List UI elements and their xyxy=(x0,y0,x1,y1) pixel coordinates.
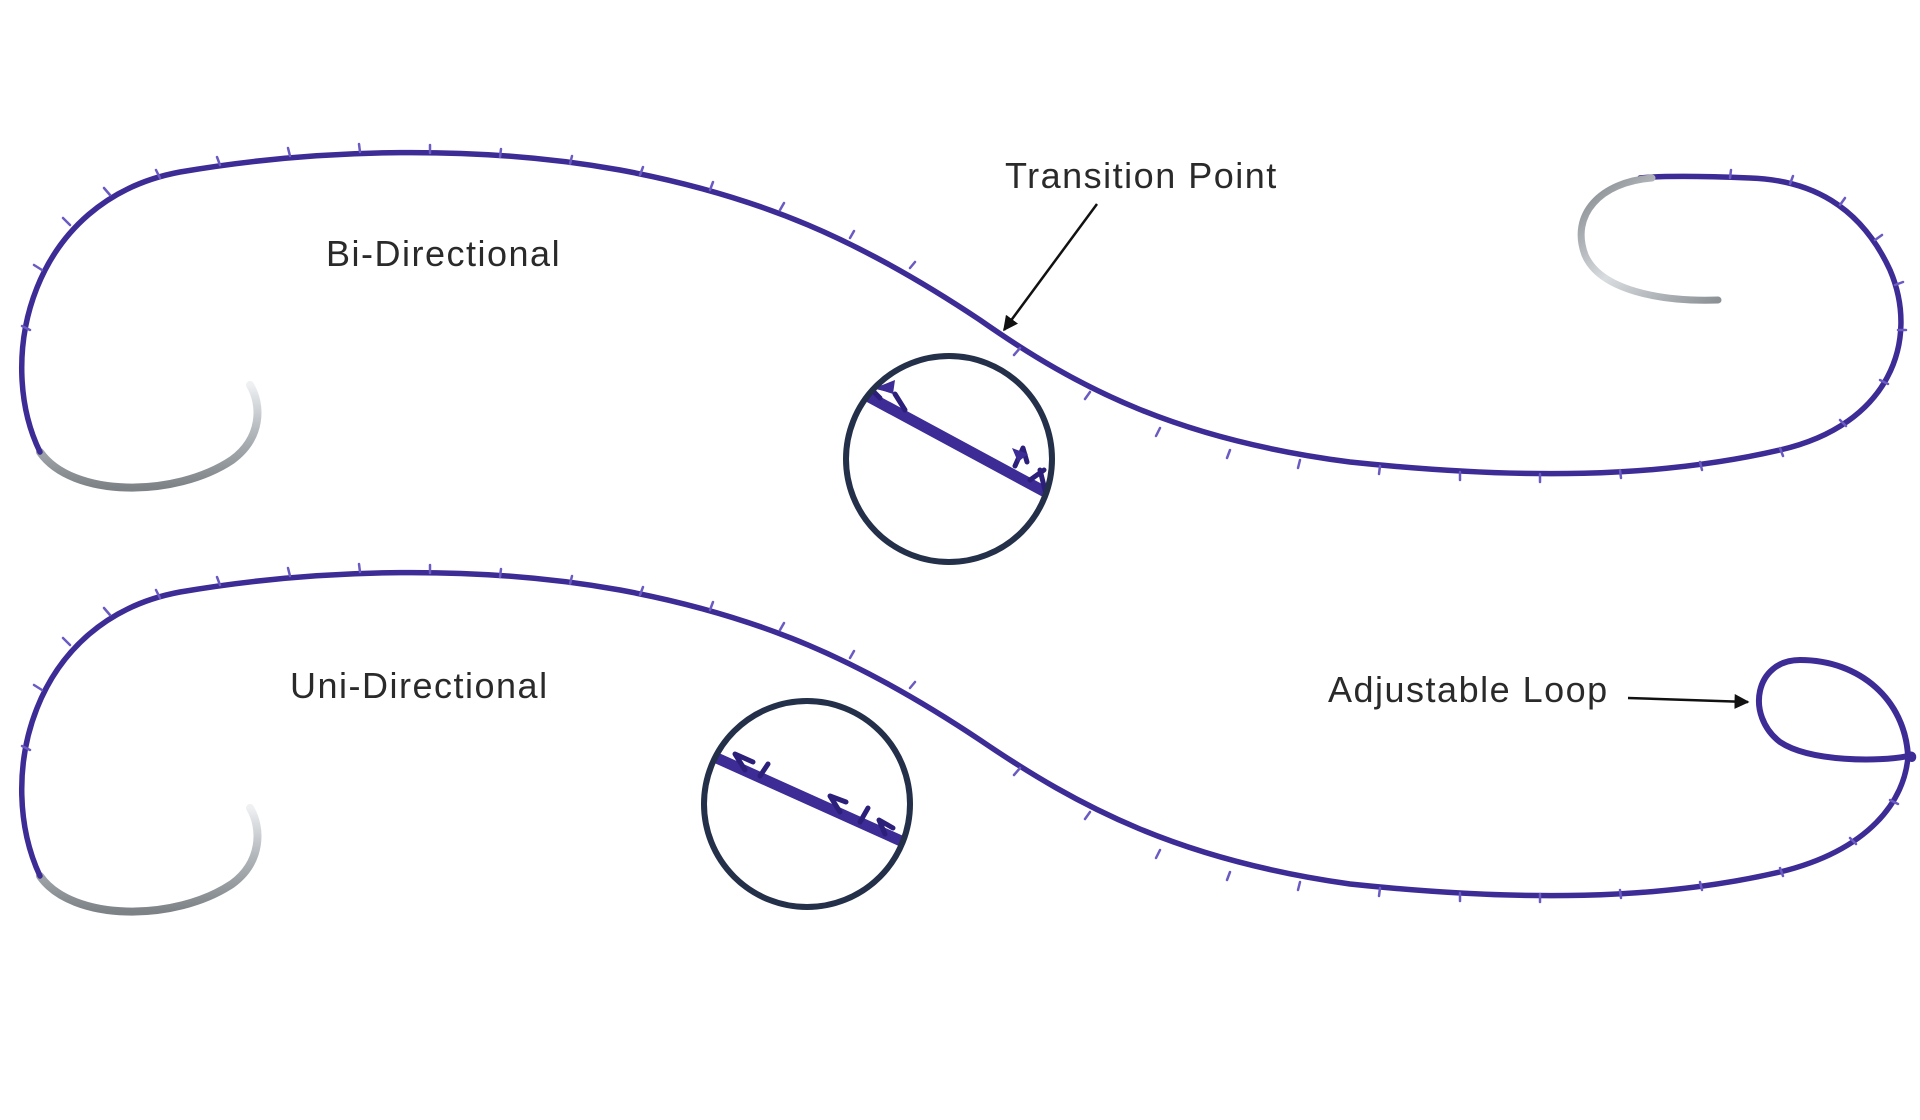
uni-directional-magnifier xyxy=(701,698,913,910)
magnified-suture-segment xyxy=(854,386,1052,506)
bi-directional-thread xyxy=(19,149,1904,477)
transition-point-label: Transition Point xyxy=(1005,155,1278,196)
magnified-barbs-uni xyxy=(732,751,896,837)
bi-directional-label: Bi-Directional xyxy=(326,233,562,274)
adjustable-loop-label: Adjustable Loop xyxy=(1328,669,1609,710)
uni-directional-thread xyxy=(19,569,1911,899)
uni-directional-barbs xyxy=(20,562,1900,904)
bi-directional-suture xyxy=(19,142,1908,492)
adjustable-loop-arrow xyxy=(1627,694,1750,710)
bottom-left-needle-icon xyxy=(36,804,262,916)
uni-directional-suture xyxy=(19,562,1917,916)
adjustable-loop-icon xyxy=(1756,656,1917,763)
right-needle-icon xyxy=(1577,174,1722,304)
bi-directional-barbs xyxy=(20,142,1908,484)
transition-magnifier xyxy=(843,353,1055,565)
left-needle-icon xyxy=(36,381,262,492)
transition-point-arrow xyxy=(1002,203,1099,332)
uni-directional-label: Uni-Directional xyxy=(290,665,549,706)
